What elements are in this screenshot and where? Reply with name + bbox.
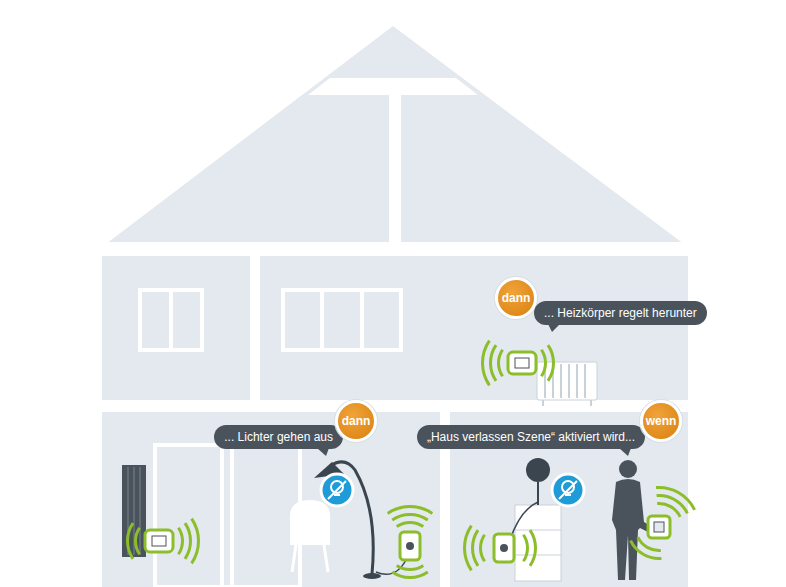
radio-wave <box>547 344 555 381</box>
attic-floor <box>92 242 698 256</box>
dresser <box>510 458 561 581</box>
roof <box>16 10 770 294</box>
callout-text: „Haus verlassen Szene“ aktiviert wird... <box>427 430 635 444</box>
speech-bubble: ... Lichter gehen aus <box>214 425 343 449</box>
radio-wave <box>126 522 134 559</box>
radio-wave <box>522 534 529 562</box>
radio-wave <box>657 502 681 517</box>
radio-wave <box>396 564 424 571</box>
radio-wave <box>629 540 661 560</box>
step-circle: wenn <box>640 400 682 442</box>
radio-wave <box>177 527 184 555</box>
step-word: wenn <box>646 414 677 428</box>
step-word: dann <box>342 414 371 428</box>
radio-wave <box>540 349 547 377</box>
radio-wave <box>656 486 696 511</box>
radio-wave <box>481 340 491 386</box>
left-wall <box>90 242 102 587</box>
bubble-tail <box>317 448 331 456</box>
wall-notch <box>700 432 715 446</box>
radio-wave <box>391 513 428 521</box>
radio-wave <box>463 525 473 571</box>
radio-wave <box>387 505 433 515</box>
radio-wave <box>190 518 200 564</box>
upper-divider <box>250 250 260 402</box>
radio-wave <box>529 529 537 566</box>
right-wall <box>688 242 700 587</box>
windows <box>140 290 401 587</box>
attic-wall <box>389 90 401 250</box>
step-circle: dann <box>335 400 377 442</box>
callout-text: ... Lichter gehen aus <box>224 430 333 444</box>
smart-devices <box>145 352 670 562</box>
light-off-icon <box>552 474 584 506</box>
radiator-vertical <box>122 465 146 557</box>
radio-wave <box>489 344 497 381</box>
radio-wave <box>497 349 504 377</box>
radio-wave <box>134 527 141 555</box>
step-word: dann <box>502 291 531 305</box>
speech-bubble: „Haus verlassen Szene“ aktiviert wird... <box>417 425 645 449</box>
radio-wave <box>396 521 424 528</box>
radio-waves <box>126 340 696 579</box>
radio-wave <box>184 522 192 559</box>
speech-bubble: ... Heizkörper regelt herunter <box>534 301 707 325</box>
middle-floor <box>92 400 698 412</box>
radio-wave <box>479 534 486 562</box>
radio-wave <box>636 537 660 552</box>
bubble-tail <box>548 324 562 332</box>
light-off-icon <box>321 474 353 506</box>
step-circle: dann <box>495 277 537 319</box>
radio-wave <box>391 571 428 579</box>
floor-lamp <box>314 462 406 579</box>
radio-wave <box>471 529 479 566</box>
bubble-tail <box>619 448 633 456</box>
callout-text: ... Heizkörper regelt herunter <box>544 306 697 320</box>
chair <box>290 500 330 572</box>
